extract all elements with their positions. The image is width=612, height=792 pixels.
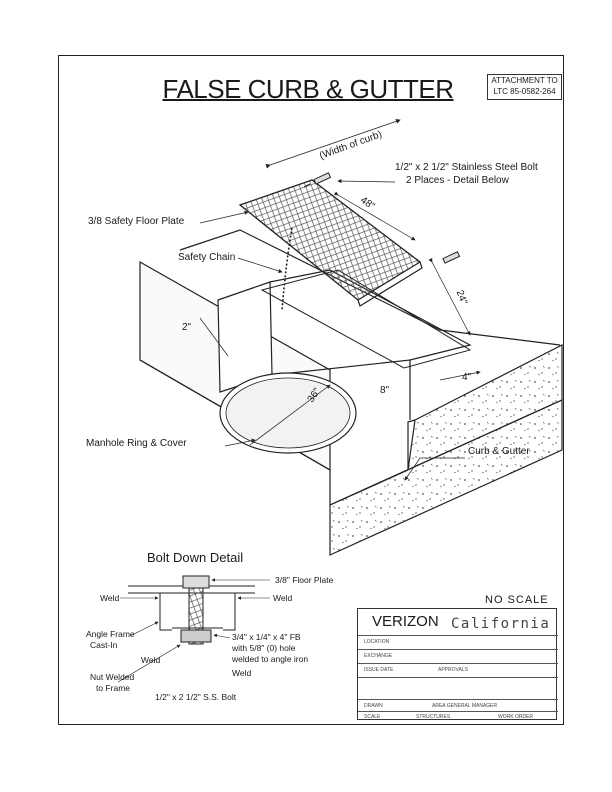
label-bolt-note-1: 1/2" x 2 1/2" Stainless Steel Bolt <box>395 162 538 173</box>
detail-nut <box>180 629 212 643</box>
detail-nut-2: to Frame <box>96 683 131 693</box>
detail-angle-left <box>159 593 172 631</box>
tb-footer-1: STRUCTURES <box>416 714 451 720</box>
bolt-down-detail <box>117 575 270 683</box>
leader-curb <box>404 457 465 481</box>
no-scale-note: NO SCALE <box>485 594 549 606</box>
manhole-cover <box>225 377 351 449</box>
safety-floor-plate <box>238 179 422 301</box>
label-dim-2: 2" <box>182 322 192 333</box>
detail-weld-right: Weld <box>273 593 293 603</box>
dim-4 <box>439 370 481 381</box>
attachment-line-2: LTC 85-0582-264 <box>493 87 556 96</box>
manhole-diameter-dim <box>249 384 331 446</box>
dim-48 <box>333 191 416 241</box>
title-block: VERIZON California LOCATION EXCHANGE ISS… <box>357 608 558 720</box>
bolt-right <box>442 251 461 264</box>
drawing-title: FALSE CURB & GUTTER <box>162 74 455 104</box>
attachment-line-1: ATTACHMENT TO <box>491 76 558 85</box>
dim-width-of-curb <box>265 119 401 169</box>
label-curb-gutter: Curb & Gutter <box>468 446 530 457</box>
leader-bolt <box>337 178 396 184</box>
opening-frame <box>260 269 472 369</box>
label-safety-chain: Safety Chain <box>178 252 236 263</box>
tb-location: LOCATION <box>364 639 390 645</box>
detail-bolt-head <box>182 575 210 589</box>
curb-top <box>329 344 563 506</box>
title-block-company: VERIZON <box>372 613 439 630</box>
dim-2 <box>199 317 229 357</box>
detail-fb-1: 3/4" x 1/4" x 4" FB <box>232 632 301 642</box>
leader-manhole <box>224 438 256 447</box>
detail-fb-3: welded to angle iron <box>232 654 309 664</box>
detail-weld-bottom-left: Weld <box>141 655 161 665</box>
gutter-line <box>139 359 331 505</box>
tb-footer-2: WORK ORDER <box>498 714 533 720</box>
detail-weld-bottom-right: Weld <box>232 668 252 678</box>
attachment-box: ATTACHMENT TO LTC 85-0582-264 <box>487 74 562 100</box>
bolt-left <box>303 172 332 188</box>
detail-angle-frame-1: Angle Frame <box>86 629 135 639</box>
label-dim-8: 8" <box>380 385 390 396</box>
leader-floor-plate <box>199 210 249 224</box>
detail-floor-plate-label: 3/8" Floor Plate <box>275 575 334 585</box>
tb-scale: SCALE <box>364 714 381 720</box>
tb-drawn: DRAWN <box>364 703 383 709</box>
leader-chain <box>237 257 283 273</box>
detail-nut-1: Nut Welded <box>90 672 135 682</box>
detail-angle-frame-2: Cast-In <box>90 640 118 650</box>
label-bolt-note-2: 2 Places - Detail Below <box>406 175 509 186</box>
tb-title-text: AREA GENERAL MANAGER <box>432 703 498 709</box>
tb-approvals: APPROVALS <box>438 667 468 673</box>
detail-title: Bolt Down Detail <box>147 550 244 565</box>
curb-side <box>407 419 416 470</box>
label-floor-plate: 3/8 Safety Floor Plate <box>88 216 185 227</box>
title-block-region: California <box>451 616 551 632</box>
tb-issue-date: ISSUE DATE <box>364 667 394 673</box>
tb-exchange: EXCHANGE <box>364 653 393 659</box>
safety-chain <box>281 227 293 311</box>
dim-24 <box>428 257 471 336</box>
label-manhole: Manhole Ring & Cover <box>86 438 187 449</box>
detail-fb-2: with 5/8" (0) hole <box>232 643 296 653</box>
detail-angle-right <box>223 593 236 631</box>
detail-bolt-label: 1/2" x 2 1/2" S.S. Bolt <box>155 692 237 702</box>
box-inner-wall <box>271 359 411 420</box>
sheet-border <box>58 55 564 725</box>
plate-edge <box>357 261 423 307</box>
detail-weld-left: Weld <box>100 593 120 603</box>
label-dim-4: 4" <box>462 372 472 383</box>
